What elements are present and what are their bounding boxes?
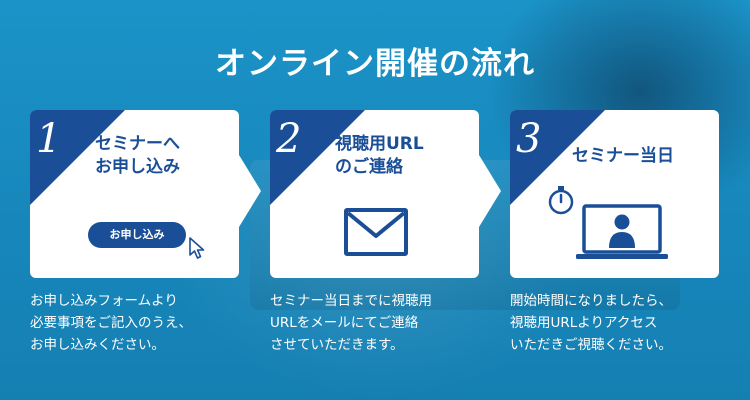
- step-title: セミナーへ お申し込み: [95, 133, 180, 179]
- step-description-3: 開始時間になりましたら、 視聴用URLよりアクセス いただきご視聴ください。: [510, 290, 725, 356]
- description-line: 視聴用URLよりアクセス: [510, 315, 658, 331]
- monitor-icon: [576, 204, 668, 266]
- envelope-icon: [344, 208, 408, 260]
- step-number-badge: [30, 110, 125, 205]
- step-title-line: お申し込み: [95, 157, 180, 177]
- step-title-line: セミナーへ: [95, 134, 180, 154]
- step-number: 1: [36, 116, 62, 162]
- step-arrow: [239, 155, 261, 227]
- step-number: 2: [276, 116, 302, 162]
- step-title: セミナー当日: [572, 145, 674, 168]
- step-description-1: お申し込みフォームより 必要事項をご記入のうえ、 お申し込みください。: [30, 290, 245, 356]
- description-line: URLをメールにてご連絡: [270, 315, 419, 331]
- description-line: お申し込みください。: [30, 337, 165, 353]
- step-card-2: 2 視聴用URL のご連絡: [270, 110, 479, 278]
- description-line: セミナー当日までに視聴用: [270, 293, 432, 309]
- step-card-3: 3 セミナー当日: [510, 110, 719, 278]
- description-line: 開始時間になりましたら、: [510, 293, 672, 309]
- step-title-line: のご連絡: [335, 157, 403, 177]
- step-title: 視聴用URL のご連絡: [335, 133, 424, 179]
- step-card-1: 1 セミナーへ お申し込み お申し込み: [30, 110, 239, 278]
- description-line: 必要事項をご記入のうえ、: [30, 315, 192, 331]
- step-arrow: [479, 155, 501, 227]
- description-line: いただきご視聴ください。: [510, 337, 672, 353]
- step-number-badge: [270, 110, 365, 205]
- page-title: オンライン開催の流れ: [215, 46, 535, 82]
- description-line: お申し込みフォームより: [30, 293, 178, 309]
- step-number: 3: [516, 116, 542, 162]
- step-title-line: セミナー当日: [572, 146, 674, 166]
- step-number-badge: [510, 110, 605, 205]
- cursor-icon: [188, 236, 208, 264]
- description-line: させていただきます。: [270, 337, 404, 353]
- apply-button[interactable]: お申し込み: [88, 222, 186, 248]
- step-title-line: 視聴用URL: [335, 134, 424, 154]
- step-description-2: セミナー当日までに視聴用 URLをメールにてご連絡 させていただきます。: [270, 290, 485, 356]
- clock-icon: [548, 185, 574, 219]
